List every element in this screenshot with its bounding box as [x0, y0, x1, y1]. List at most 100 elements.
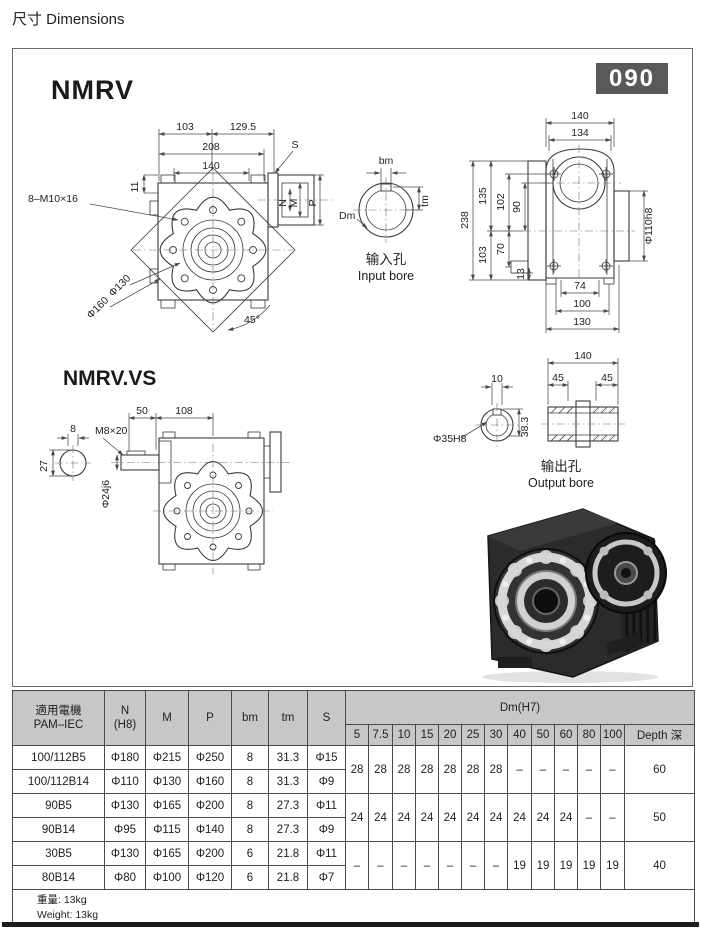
table-cell: 60	[623, 745, 696, 794]
dim-45-left: 45	[552, 372, 564, 384]
col-header-dm-10: 10	[392, 724, 416, 746]
dim-103-side: 103	[477, 246, 489, 264]
table-cell: 30B5	[12, 841, 105, 866]
table-cell: 28	[461, 745, 485, 794]
table-cell: 24	[484, 793, 508, 842]
dim-108: 108	[175, 405, 193, 417]
side-view-drawing: 140 134 238 135 103 102 70 90 13 Φ110h8 …	[459, 110, 655, 333]
dim-11: 11	[129, 181, 141, 192]
bottom-divider	[2, 922, 699, 927]
col-header-m: M	[145, 690, 189, 746]
output-bore-caption-en: Output bore	[528, 476, 594, 490]
table-cell: 24	[392, 793, 416, 842]
table-cell: 24	[345, 793, 369, 842]
col-header-pam-en: PAM–IEC	[33, 719, 84, 731]
dim-10: 10	[491, 373, 503, 385]
col-header-n-2: (H8)	[113, 719, 137, 731]
table-cell: Φ7	[307, 865, 346, 890]
weight-note-en: Weight: 13kg	[37, 909, 99, 921]
dim-70: 70	[495, 243, 507, 255]
dim-45-right: 45	[601, 372, 613, 384]
table-cell: –	[392, 841, 416, 890]
dim-238: 238	[459, 211, 471, 229]
col-header-tm: tm	[268, 690, 308, 746]
table-cell: Φ165	[145, 841, 189, 866]
label-n: N	[277, 199, 289, 207]
dim-phi35h8: Φ35H8	[433, 433, 467, 445]
dim-140-side: 140	[571, 110, 589, 122]
table-cell: 24	[438, 793, 462, 842]
table-cell: –	[531, 745, 555, 794]
table-cell: Φ200	[188, 841, 232, 866]
dim-103: 103	[176, 121, 194, 133]
dim-208: 208	[202, 141, 220, 153]
table-cell: Φ140	[188, 817, 232, 842]
dim-27: 27	[38, 460, 50, 472]
dim-90: 90	[511, 201, 523, 213]
dim-100: 100	[573, 298, 591, 310]
col-header-n: N (H8)	[104, 690, 146, 746]
table-cell: 19	[554, 841, 578, 890]
table-row: 90B5 Φ130 Φ165 Φ200 8 27.3 Φ11 24 24 24 …	[12, 793, 696, 842]
table-footer-row: 重量: 13kg Weight: 13kg	[11, 889, 696, 927]
table-cell: Φ215	[145, 745, 189, 770]
dim-134: 134	[571, 127, 589, 139]
table-cell: Φ200	[188, 793, 232, 818]
table-cell: Φ120	[188, 865, 232, 890]
label-bm: bm	[379, 155, 394, 167]
product-photo	[482, 508, 667, 683]
dim-102: 102	[495, 193, 507, 211]
dimension-table: 適用電機 PAM–IEC N (H8) M P bm tm S Dm(H7) 5…	[11, 690, 696, 927]
col-header-dm-30: 30	[484, 724, 508, 746]
table-cell: 21.8	[268, 865, 308, 890]
front-view-drawing: 103 129.5 208 140 11 8–M10×16 Φ130 Φ160 …	[28, 121, 336, 333]
label-p: P	[307, 199, 319, 206]
table-cell: Φ15	[307, 745, 346, 770]
table-cell: 100/112B5	[12, 745, 105, 770]
table-cell: Φ115	[145, 817, 189, 842]
table-cell: –	[368, 841, 393, 890]
table-cell: –	[600, 793, 625, 842]
table-cell: 6	[231, 865, 269, 890]
label-m: M	[288, 199, 300, 208]
table-cell: 24	[507, 793, 532, 842]
table-row: 30B5 Φ130 Φ165 Φ200 6 21.8 Φ11 – – – – –…	[12, 841, 696, 890]
dim-phi160: Φ160	[84, 294, 111, 321]
drawing-frame: NMRV 090 NMRV.VS	[12, 48, 693, 687]
output-bore-caption-zh: 输出孔	[541, 459, 582, 474]
input-bore-geometry	[353, 168, 423, 243]
table-cell: 24	[461, 793, 485, 842]
table-cell: 31.3	[268, 745, 308, 770]
dim-phi130: Φ130	[106, 272, 133, 299]
table-cell: Φ11	[307, 793, 346, 818]
table-cell: 50	[623, 793, 696, 842]
page-title: 尺寸 Dimensions	[12, 11, 125, 28]
table-cell: Φ130	[104, 793, 146, 818]
table-cell: 8	[231, 817, 269, 842]
table-cell: 24	[415, 793, 439, 842]
dim-45deg: 45°	[244, 314, 260, 326]
table-cell: 90B14	[12, 817, 105, 842]
table-cell: 27.3	[268, 793, 308, 818]
bolt-callout: 8–M10×16	[28, 193, 78, 205]
input-bore-caption-zh: 输入孔	[366, 252, 407, 267]
table-cell: –	[600, 745, 625, 794]
table-cell: Φ160	[188, 769, 232, 794]
table-cell: 28	[484, 745, 508, 794]
table-cell: 19	[577, 841, 601, 890]
table-cell: Φ9	[307, 817, 346, 842]
table-cell: Φ130	[145, 769, 189, 794]
table-row: 100/112B14 Φ110 Φ130 Φ160 8 31.3 Φ9	[12, 769, 695, 794]
col-header-s: S	[307, 690, 346, 746]
col-header-dm-20: 20	[438, 724, 462, 746]
dim-13: 13	[515, 268, 527, 280]
table-cell: 24	[531, 793, 555, 842]
col-header-bm: bm	[231, 690, 269, 746]
table-cell: –	[415, 841, 439, 890]
table-cell: 28	[415, 745, 439, 794]
table-cell: Φ9	[307, 769, 346, 794]
vs-view-geometry	[49, 413, 293, 574]
col-header-pam: 適用電機 PAM–IEC	[12, 690, 105, 746]
dim-50: 50	[136, 405, 148, 417]
table-cell: –	[438, 841, 462, 890]
